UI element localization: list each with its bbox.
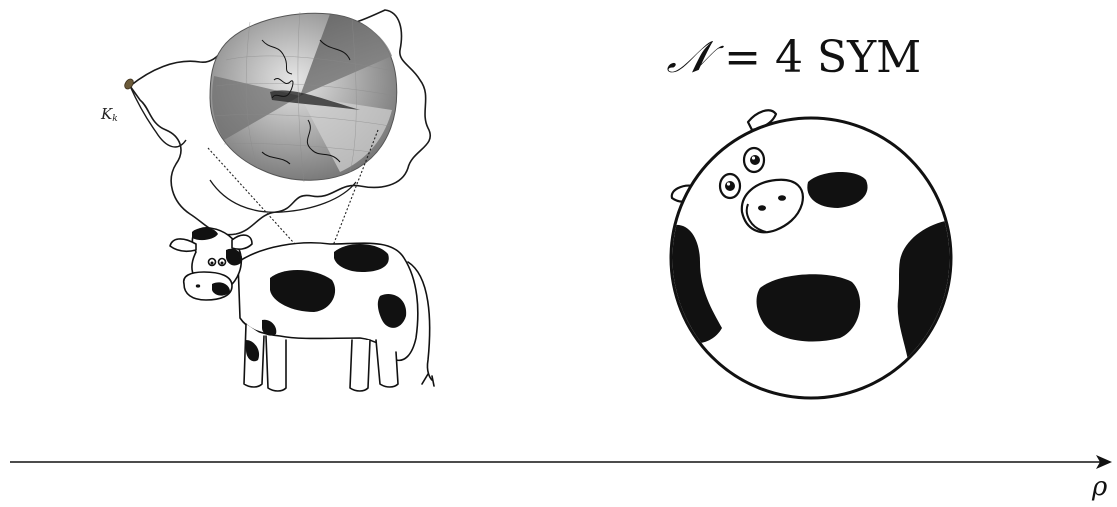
sphere-cow-nostril-left [758, 205, 766, 211]
cow-tail [407, 261, 433, 381]
cow-ear-right [231, 234, 253, 250]
string-tail [129, 85, 187, 148]
sphere-cow-pupil-right [750, 155, 760, 165]
spherical-cow [669, 109, 953, 400]
theory-symbol: 𝒩 [664, 32, 714, 83]
axis-arrowhead [1096, 455, 1112, 469]
calabi-yau-illustration [124, 9, 431, 275]
theory-label-text: = 4 SYM [710, 32, 922, 83]
cycle-label-base: K [101, 105, 113, 123]
sphere-cow-pupil-left [725, 181, 735, 191]
cow-pupil-left [210, 261, 214, 265]
cow-illustration [169, 227, 435, 392]
theory-label: 𝒩 = 4 SYM [664, 32, 921, 83]
sphere-outline [669, 116, 953, 400]
sphere-cow-snout-bridge [745, 203, 767, 233]
blob-gridlines [213, 11, 397, 183]
blob-dark-sector [300, 14, 392, 96]
sphere-cow-eyes [718, 146, 766, 200]
cow-leg-front-right [265, 335, 287, 392]
cow-tail-tuft [421, 373, 435, 387]
cow-nostril-left [195, 284, 201, 288]
cow-ear-left [169, 238, 197, 252]
axis-label: ρ [1092, 472, 1108, 502]
blob-inner-strings [261, 39, 351, 165]
sphere-cow-nostril-right [778, 195, 786, 201]
knot-marker [124, 78, 134, 90]
blob-light-sector [300, 96, 392, 172]
rho-axis [10, 455, 1112, 469]
cow-spots [192, 227, 407, 362]
cow-pupil-right [220, 261, 224, 265]
cow-leg-back-right [375, 339, 399, 388]
cycle-label: Kk [101, 107, 118, 124]
string-loop-lower [209, 179, 357, 213]
cow-leg-back-left [349, 339, 371, 392]
cycle-label-subscript: k [112, 114, 118, 124]
blob-central-fold [270, 90, 360, 110]
